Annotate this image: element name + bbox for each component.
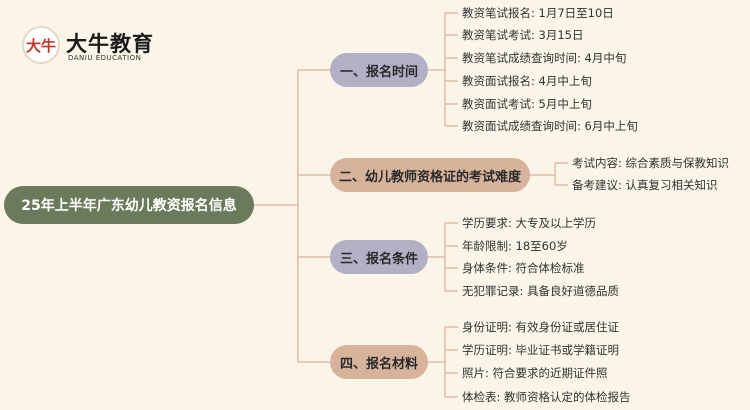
root-node: 25年上半年广东幼儿教资报名信息: [4, 186, 254, 224]
leaf-item: 教资面试成绩查询时间: 6月中上旬: [462, 119, 638, 133]
leaf-item: 身份证明: 有效身份证或居住证: [462, 320, 620, 334]
leaf-item: 教资面试报名: 4月中上旬: [462, 74, 592, 88]
leaf-item: 考试内容: 综合素质与保教知识: [572, 156, 730, 170]
leaf-item: 备考建议: 认真复习相关知识: [572, 178, 718, 192]
branch-materials: 四、报名材料: [330, 345, 428, 379]
brand-logo: 大牛 大牛教育 DANIU EDUCATION: [22, 26, 154, 70]
logo-subtitle: DANIU EDUCATION: [68, 54, 142, 62]
leaf-item: 教资笔试报名: 1月7日至10日: [462, 6, 614, 20]
leaf-item: 照片: 符合要求的近期证件照: [462, 366, 608, 380]
leaf-item: 身体条件: 符合体检标准: [462, 261, 585, 275]
leaf-item: 学历证明: 毕业证书或学籍证明: [462, 343, 620, 357]
branch-registration-time: 一、报名时间: [330, 53, 428, 87]
leaf-item: 年龄限制: 18至60岁: [462, 239, 568, 253]
logo-mark-icon: 大牛: [22, 26, 60, 64]
leaf-item: 体检表: 教师资格认定的体检报告: [462, 390, 631, 404]
leaf-item: 教资笔试成绩查询时间: 4月中旬: [462, 51, 627, 65]
leaf-item: 无犯罪记录: 具备良好道德品质: [462, 284, 620, 298]
leaf-item: 教资面试考试: 5月中上旬: [462, 97, 592, 111]
logo-name: 大牛教育: [66, 32, 154, 56]
leaf-item: 学历要求: 大专及以上学历: [462, 216, 597, 230]
branch-requirements: 三、报名条件: [330, 240, 428, 274]
branch-exam-difficulty: 二、幼儿教师资格证的考试难度: [330, 158, 530, 192]
leaf-item: 教资笔试考试: 3月15日: [462, 28, 584, 42]
